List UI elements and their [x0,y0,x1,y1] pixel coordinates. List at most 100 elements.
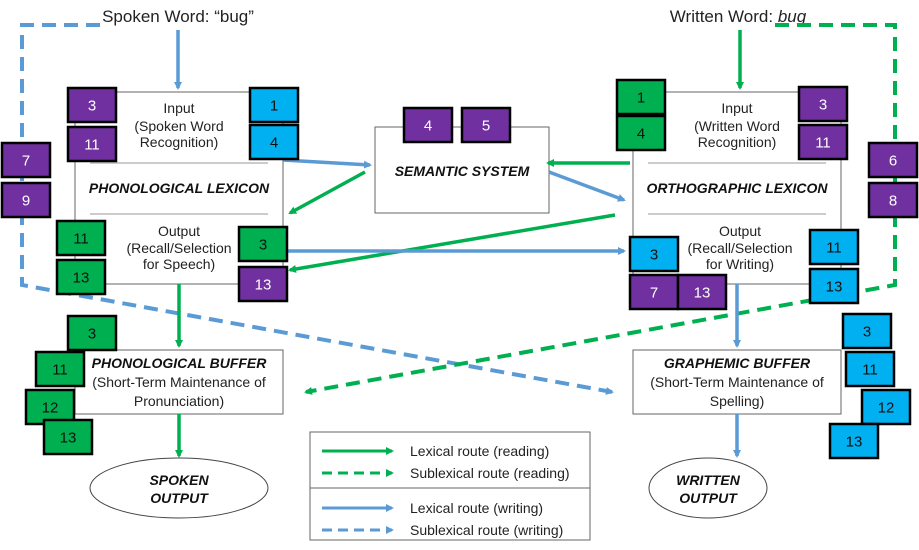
orth-output-title: Output [719,223,761,239]
badge-number: 9 [22,193,30,210]
badge-number: 4 [637,126,645,143]
badge-number: 3 [863,324,871,341]
badge-phon-buffer: 11 [34,350,86,388]
badge-number: 7 [650,285,658,302]
written-output-line2: OUTPUT [679,490,738,506]
badge-phon-input-right: 1 [248,86,300,124]
badge-number: 11 [52,362,68,379]
graph-buffer-title: GRAPHEMIC BUFFER [664,355,811,371]
legend-item: Lexical route (writing) [322,500,543,516]
phon-input-sub: (Spoken Word Recognition) [134,118,224,150]
badge-phon-side: 9 [0,181,52,219]
badge-phon-buffer: 13 [42,418,94,456]
badge-number: 3 [650,247,658,264]
graph-buffer-line1: (Short-Term Maintenance of [650,374,824,390]
phonological-lexicon-box: Input (Spoken Word Recognition) PHONOLOG… [74,91,284,285]
badge-orth-input-left: 1 [615,78,667,116]
phon-output-sub: (Recall/Selection for Speech) [126,240,232,272]
badge-graph-buffer: 3 [841,312,893,350]
badge-number: 8 [889,193,897,210]
orth-lexicon-title: ORTHOGRAPHIC LEXICON [647,180,829,196]
badge-number: 11 [84,137,100,154]
badge-orth-output-right: 13 [808,267,860,305]
legend-label: Sublexical route (reading) [410,465,570,481]
graph-buffer-line2: Spelling) [710,393,764,409]
badge-orth-input-left: 4 [615,114,667,152]
badge-phon-output-left: 11 [55,219,107,257]
badge-phon-output-right: 13 [237,265,289,303]
badge-orth-side: 8 [867,181,919,219]
phon-lexicon-title: PHONOLOGICAL LEXICON [89,180,270,196]
badge-number: 11 [815,135,831,152]
badge-number: 12 [878,400,895,417]
legend-label: Lexical route (writing) [410,500,543,516]
spoken-output-line1: SPOKEN [149,472,209,488]
badge-number: 11 [826,240,842,257]
badge-number: 13 [60,430,77,447]
legend-item: Sublexical route (reading) [322,465,570,481]
legend-label: Sublexical route (writing) [410,522,563,538]
badge-phon-input-left: 11 [66,125,118,163]
semantic-system-title: SEMANTIC SYSTEM [395,163,530,179]
spoken-word-input-label: Spoken Word: “bug” [102,7,254,26]
legend-item: Sublexical route (writing) [322,522,563,538]
badge-phon-output-left: 13 [55,258,107,296]
badge-orth-output-left: 13 [676,273,728,311]
badge-graph-buffer: 13 [828,422,880,460]
spoken-output-line2: OUTPUT [150,490,209,506]
badge-orth-input-right: 3 [797,85,849,123]
badge-number: 7 [22,153,30,170]
badge-orth-output-left: 7 [628,273,680,311]
badge-number: 1 [270,98,278,115]
orth-input-sub: (Written Word Recognition) [694,118,780,150]
graphemic-buffer-box: GRAPHEMIC BUFFER (Short-Term Maintenance… [632,349,842,415]
written-output-line1: WRITTEN [676,472,741,488]
badge-number: 13 [826,279,843,296]
badge-number: 3 [819,97,827,114]
badge-number: 11 [73,231,89,248]
written-word-input-label: Written Word: bug [670,7,807,26]
badge-phon-buffer: 3 [66,314,118,352]
badge-number: 13 [255,277,272,294]
phon-buffer-title: PHONOLOGICAL BUFFER [92,355,268,371]
badge-graph-buffer: 12 [860,388,912,426]
phon-buffer-line2: Pronunciation) [134,393,224,409]
badge-orth-side: 6 [867,141,919,179]
legend-label: Lexical route (reading) [410,443,549,459]
badge-number: 3 [88,326,96,343]
badge-orth-output-right: 11 [808,228,860,266]
badge-number: 3 [259,237,267,254]
orth-output-sub: (Recall/Selection for Writing) [687,240,793,272]
badge-orth-input-right: 11 [797,123,849,161]
written-output-ellipse: WRITTEN OUTPUT [648,457,768,519]
badge-semantic: 4 [402,106,454,144]
badge-number: 4 [270,135,278,152]
badge-number: 1 [637,90,645,107]
badge-semantic: 5 [460,106,512,144]
badge-number: 5 [482,118,490,135]
badge-graph-buffer: 11 [844,350,896,388]
badge-number: 6 [889,153,897,170]
badge-orth-output-left: 3 [628,235,680,273]
badge-phon-output-right: 3 [237,225,289,263]
spoken-output-ellipse: SPOKEN OUTPUT [89,457,269,519]
phonological-buffer-box: PHONOLOGICAL BUFFER (Short-Term Maintena… [74,349,284,415]
phon-input-title: Input [163,100,194,116]
badge-phon-side: 7 [0,141,52,179]
orth-input-title: Input [721,100,752,116]
legend-item: Lexical route (reading) [322,443,549,459]
phon-output-title: Output [158,223,200,239]
route-arrows [174,30,744,458]
badge-number: 13 [694,285,711,302]
phon-buffer-line1: (Short-Term Maintenance of [92,374,266,390]
badge-number: 4 [424,118,432,135]
badge-number: 13 [73,270,90,287]
badge-phon-input-right: 4 [248,123,300,161]
badge-number: 13 [846,434,863,451]
legend: Lexical route (reading) Sublexical route … [309,431,591,541]
badge-number: 12 [42,400,59,417]
badge-phon-input-left: 3 [66,86,118,124]
badge-number: 3 [88,98,96,115]
